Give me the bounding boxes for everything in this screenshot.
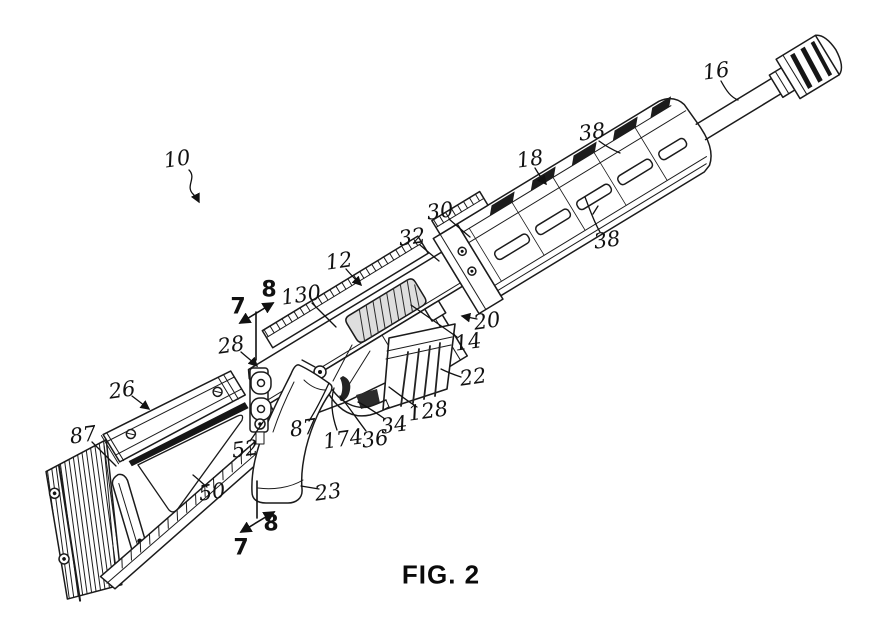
leader-52 — [249, 421, 264, 442]
trigger — [339, 376, 351, 401]
leader-28 — [240, 351, 259, 368]
leader-38-bottom — [584, 196, 601, 233]
leader-174 — [331, 387, 338, 431]
leader-12 — [345, 268, 363, 287]
stock-shadow-line — [128, 402, 249, 467]
leader-130 — [311, 302, 337, 328]
section-line-7-8-bottom — [239, 480, 276, 533]
leader-87-grip — [308, 382, 330, 422]
handguard — [431, 96, 712, 297]
port-deflector — [424, 300, 447, 322]
stock-comb-beam — [100, 370, 246, 465]
mlok-side-slots — [493, 137, 688, 261]
leader-32 — [419, 244, 440, 262]
stock-hinge — [249, 367, 272, 445]
figure-caption: FIG. 2 — [401, 559, 481, 590]
section-line-7-8-top — [238, 302, 275, 361]
muzzle-brake — [775, 34, 843, 100]
picatinny-rail — [261, 235, 429, 349]
leader-34 — [357, 401, 386, 420]
magazine — [382, 323, 456, 411]
leader-22 — [440, 368, 462, 378]
pistol-grip — [251, 364, 333, 504]
leader-30 — [448, 218, 471, 238]
leader-14 — [410, 304, 458, 338]
leader-20 — [460, 312, 478, 323]
leader-18 — [534, 167, 547, 186]
leader-16 — [720, 80, 739, 101]
leader-10 — [188, 169, 200, 204]
leader-38-top — [598, 140, 621, 154]
leader-87-stock — [91, 441, 117, 467]
leader-36 — [339, 395, 367, 432]
buttstock — [36, 436, 151, 613]
screen-parts — [249, 323, 456, 504]
leader-128 — [388, 386, 418, 408]
leader-lines — [91, 80, 739, 533]
front-rail-segment — [431, 190, 489, 236]
leader-50 — [192, 474, 208, 488]
leader-26 — [131, 395, 151, 410]
ejection-port — [345, 278, 427, 343]
barrel — [695, 77, 782, 141]
leader-23 — [300, 485, 320, 490]
thumbhole-cutout — [137, 414, 244, 513]
